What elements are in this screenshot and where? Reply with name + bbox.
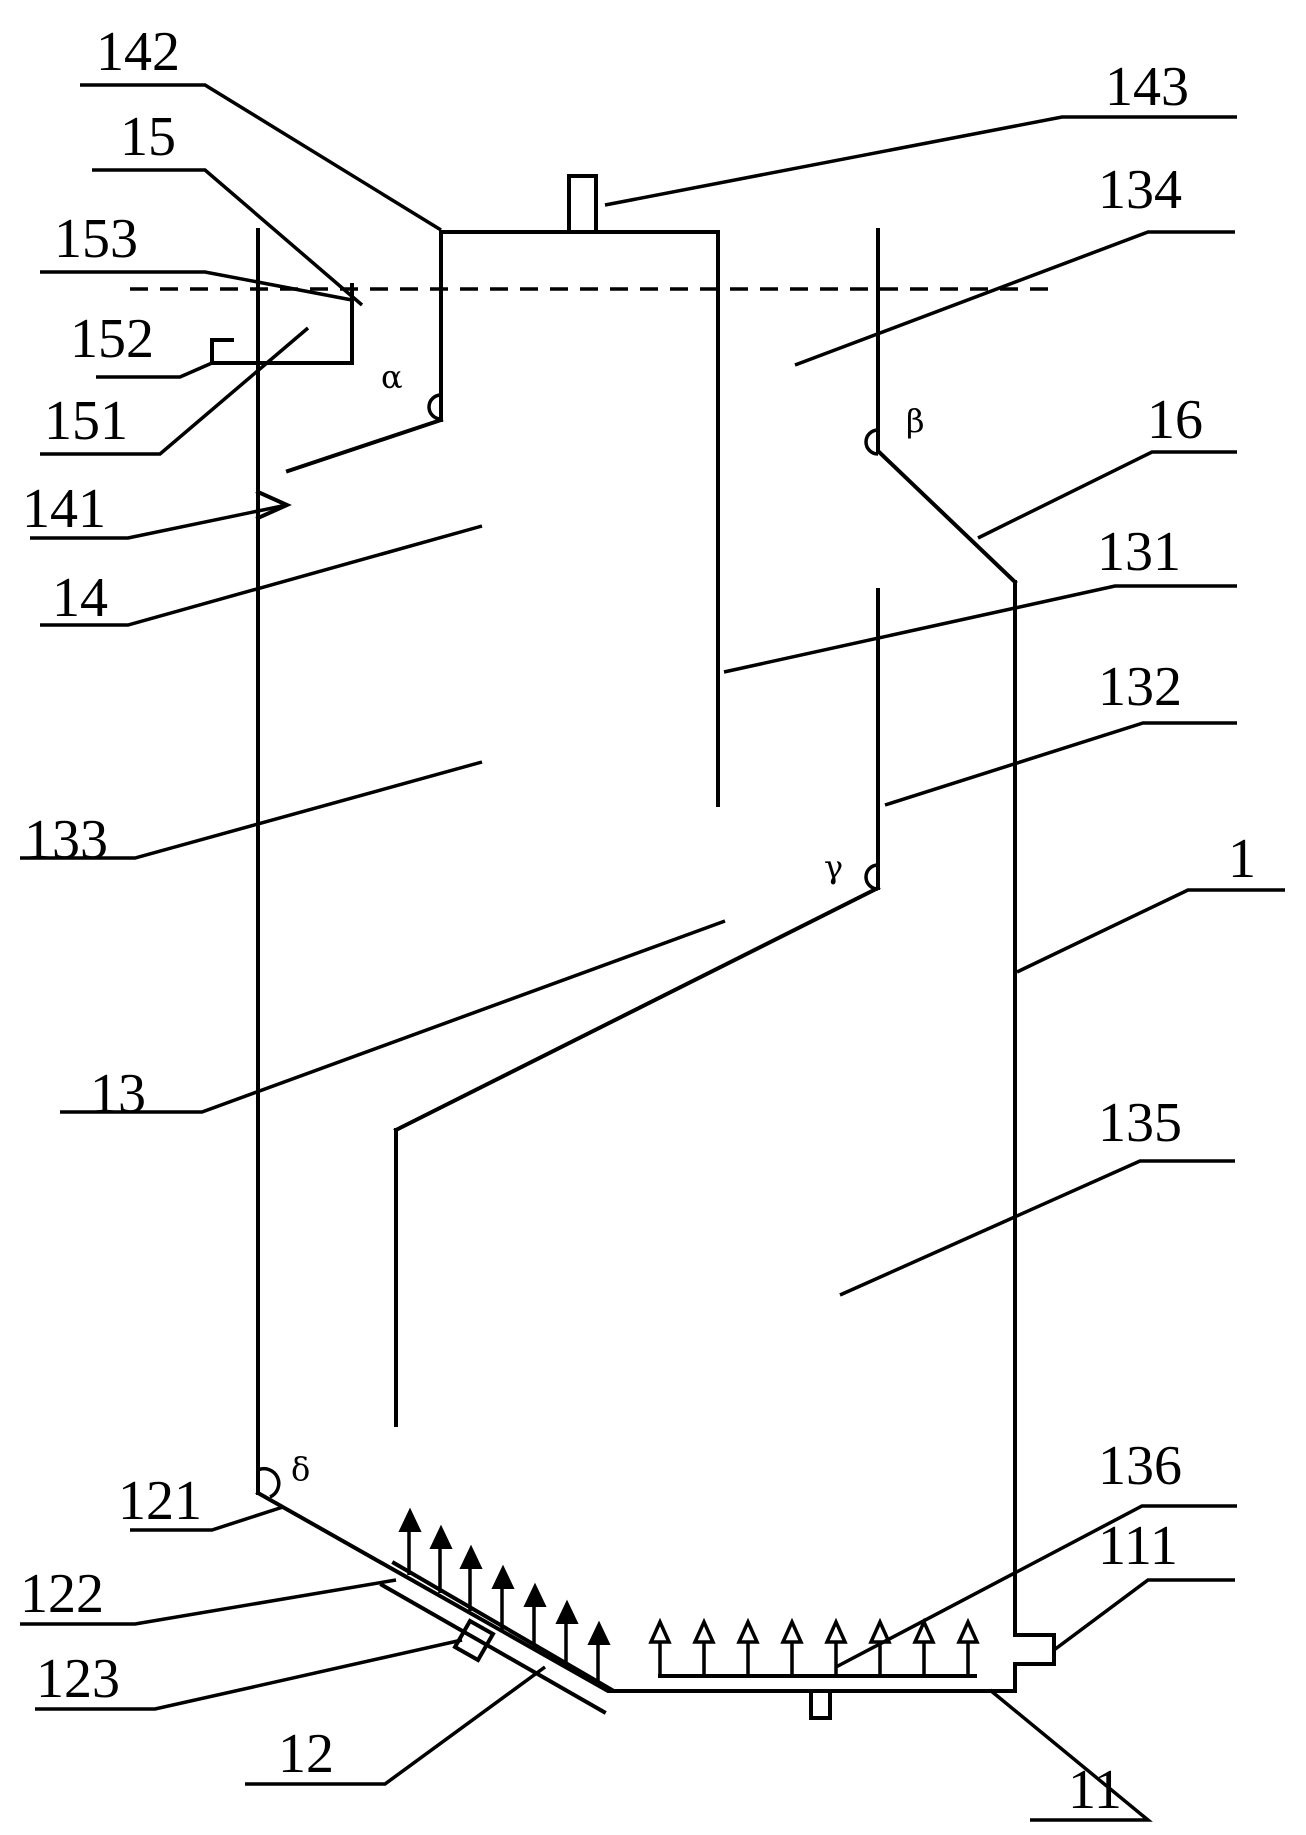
label-132: 132	[1098, 656, 1182, 718]
label-142: 142	[96, 21, 180, 83]
label-133: 133	[24, 809, 108, 871]
label-16: 16	[1147, 389, 1203, 451]
leader-lines	[20, 83, 1285, 1822]
label-135: 135	[1098, 1092, 1182, 1154]
angle-gamma: γ	[824, 848, 843, 886]
label-143: 143	[1105, 56, 1189, 118]
angle-beta: β	[906, 402, 925, 440]
label-136: 136	[1098, 1435, 1182, 1497]
vessel-outline	[255, 228, 1056, 1693]
bottom-arrows	[648, 1617, 980, 1676]
label-121: 121	[118, 1470, 202, 1532]
angle-delta: δ	[291, 1450, 310, 1488]
angle-arcs	[257, 393, 879, 1499]
label-141: 141	[22, 478, 106, 540]
label-1: 1	[1228, 828, 1256, 890]
bottom-distributor-136	[648, 1617, 980, 1720]
label-111: 111	[1098, 1515, 1178, 1577]
number-labels: 142 143 15 134 153 152 16 151 141 131 14…	[20, 21, 1256, 1821]
label-152: 152	[70, 308, 154, 370]
label-151: 151	[44, 390, 128, 452]
label-13: 13	[90, 1063, 146, 1125]
label-123: 123	[36, 1648, 120, 1710]
angle-symbols: α β γ δ	[291, 358, 925, 1488]
baffle-132	[393, 588, 881, 1427]
label-11: 11	[1068, 1759, 1122, 1821]
label-12: 12	[278, 1723, 334, 1785]
label-15: 15	[120, 106, 176, 168]
label-153: 153	[54, 208, 138, 270]
label-131: 131	[1097, 521, 1181, 583]
inclined-arrows	[398, 1507, 611, 1685]
label-134: 134	[1098, 159, 1182, 221]
label-14: 14	[52, 567, 108, 629]
inclined-pipe-12	[379, 1507, 615, 1715]
label-122: 122	[20, 1563, 104, 1625]
angle-alpha: α	[381, 358, 403, 396]
gas-hood-142	[285, 174, 720, 807]
